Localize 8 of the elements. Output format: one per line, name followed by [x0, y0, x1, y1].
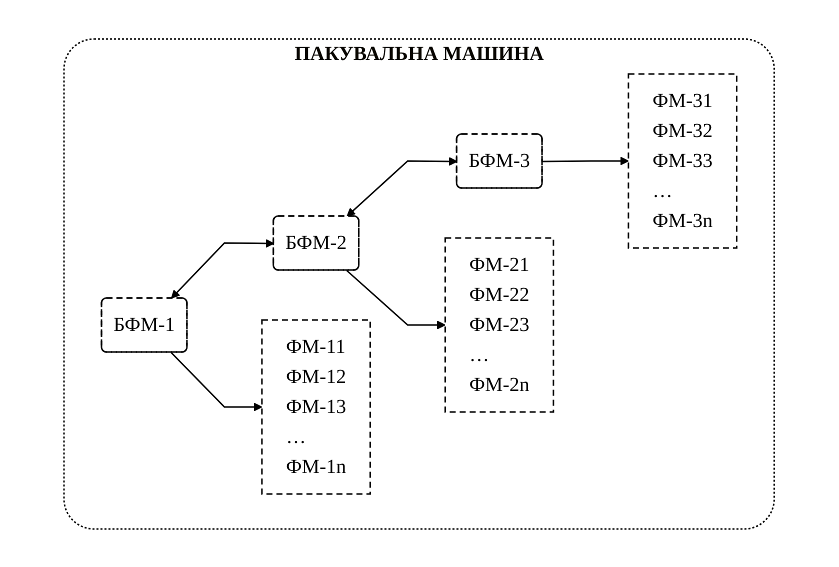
node-box: ФМ-31 ФМ-32 ФМ-33 … ФМ-3n [628, 72, 738, 248]
arrow [542, 156, 630, 165]
node-box: ФМ-21 ФМ-22 ФМ-23 … ФМ-2n [444, 236, 555, 412]
arrow [346, 269, 446, 329]
arrow [171, 351, 263, 411]
node-box: ФМ-11 ФМ-12 ФМ-13 … ФМ-1n [262, 318, 372, 494]
arrow [171, 238, 275, 298]
arrow [347, 156, 458, 216]
